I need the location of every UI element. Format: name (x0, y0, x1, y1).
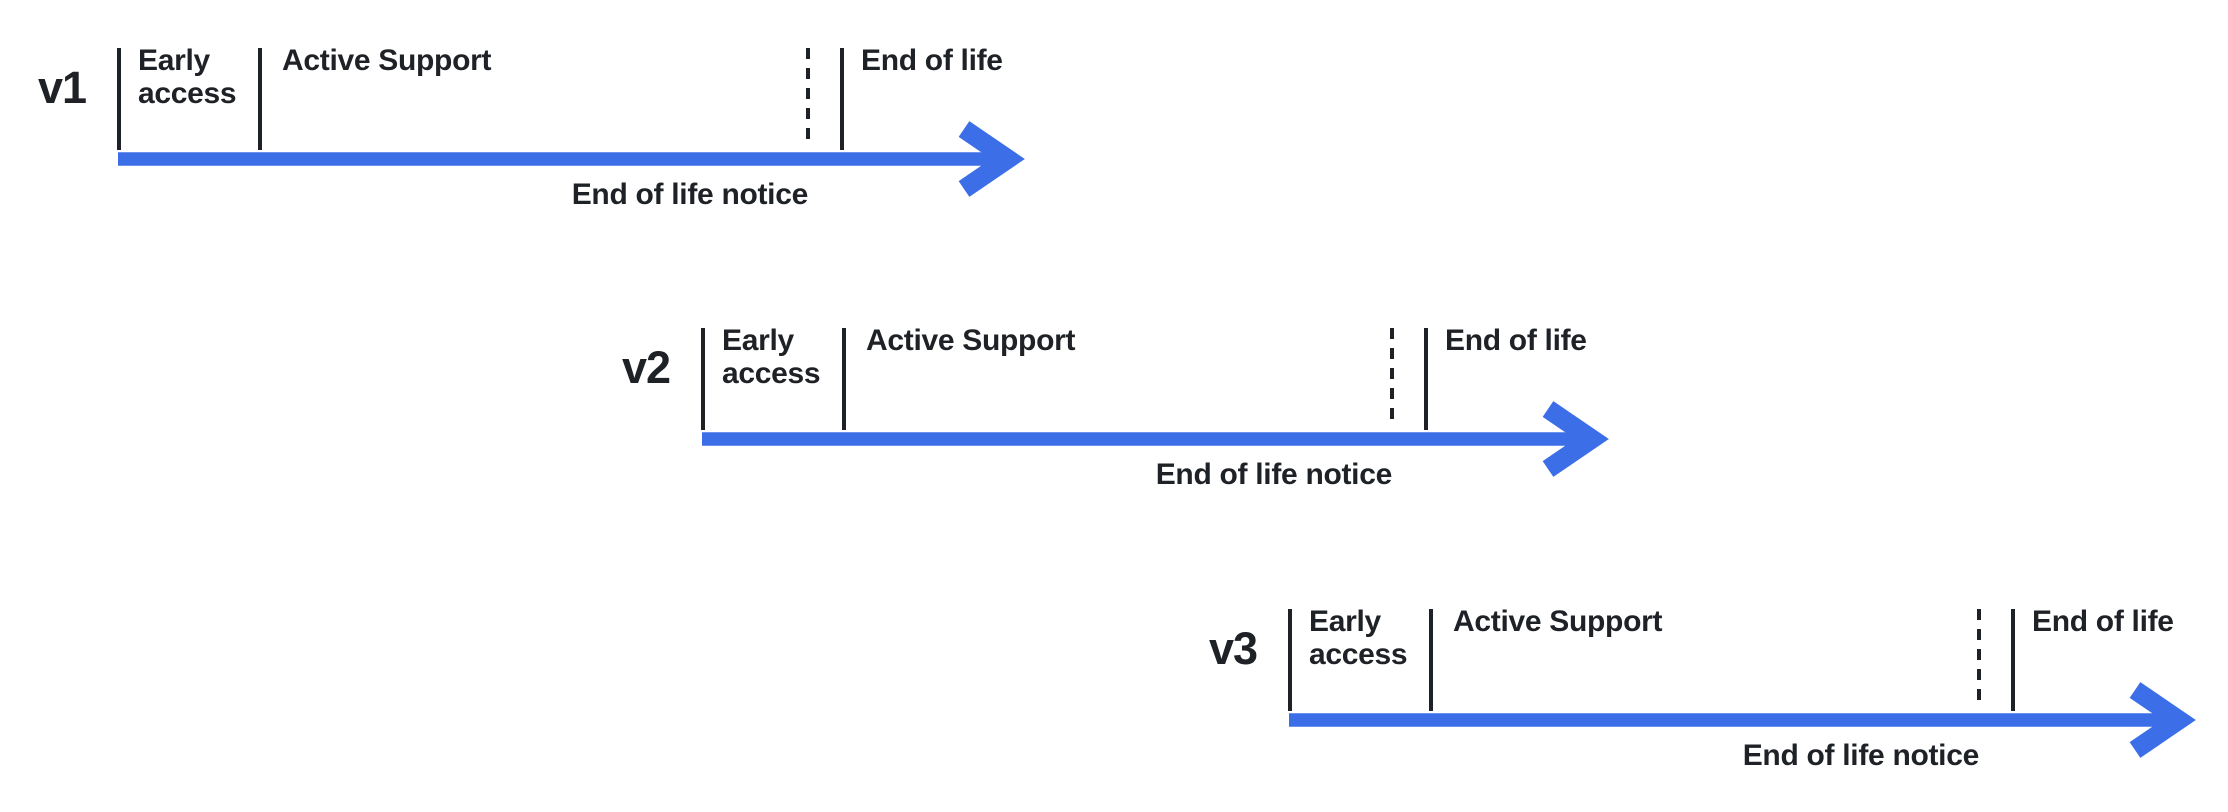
end-of-life-tick (2011, 609, 2015, 711)
early-access-label: Early access (1309, 605, 1408, 671)
active-support-label: Active Support (282, 44, 492, 77)
early-access-start-tick (701, 328, 705, 430)
early-access-label: Early access (722, 324, 821, 390)
end-of-life-tick (840, 48, 844, 150)
timeline-arrowhead-icon (1542, 401, 1609, 477)
end-of-life-notice-dashed-tick (806, 48, 810, 148)
active-support-label: Active Support (866, 324, 1076, 357)
timeline-arrowhead-icon (2129, 682, 2196, 758)
version-label: v2 (621, 342, 671, 393)
timeline-arrow (118, 121, 1025, 197)
timeline-arrow (1289, 682, 2196, 758)
end-of-life-notice-label: End of life notice (1155, 458, 1393, 491)
early-access-label: Early access (138, 44, 237, 110)
version-label: v1 (37, 62, 87, 113)
early-access-start-tick (117, 48, 121, 150)
end-of-life-notice-dashed-tick (1977, 609, 1981, 709)
timeline-arrow (702, 401, 1609, 477)
timeline-arrowhead-icon (958, 121, 1025, 197)
end-of-life-notice-dashed-tick (1390, 328, 1394, 428)
active-support-start-tick (1429, 609, 1433, 711)
active-support-start-tick (842, 328, 846, 430)
end-of-life-label: End of life (861, 44, 1003, 77)
active-support-label: Active Support (1453, 605, 1663, 638)
end-of-life-notice-label: End of life notice (1742, 739, 1980, 772)
end-of-life-label: End of life (1445, 324, 1587, 357)
end-of-life-notice-label: End of life notice (571, 178, 809, 211)
early-access-start-tick (1288, 609, 1292, 711)
end-of-life-tick (1424, 328, 1428, 430)
end-of-life-label: End of life (2032, 605, 2174, 638)
version-label: v3 (1208, 623, 1258, 674)
active-support-start-tick (258, 48, 262, 150)
